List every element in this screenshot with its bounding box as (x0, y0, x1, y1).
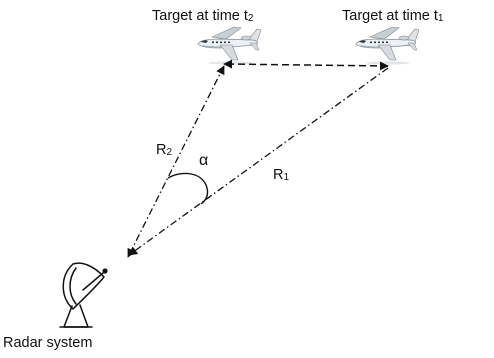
range-r2-line (127, 65, 225, 258)
range-r1-label: R1 (273, 167, 289, 183)
angle-alpha-label: α (199, 152, 208, 169)
target-t2-label: Target at time t2 (152, 8, 254, 24)
airplane-icon (355, 26, 420, 66)
range-r2-label: R2 (156, 142, 172, 158)
target-motion-arrow (223, 59, 389, 71)
target-t1-label: Target at time t1 (342, 8, 444, 24)
angle-alpha-arc (167, 172, 209, 205)
range-r1-line (128, 67, 389, 256)
radar-system-label: Radar system (3, 335, 92, 351)
radar-dish-icon (59, 262, 108, 328)
airplane-icon (197, 26, 262, 66)
